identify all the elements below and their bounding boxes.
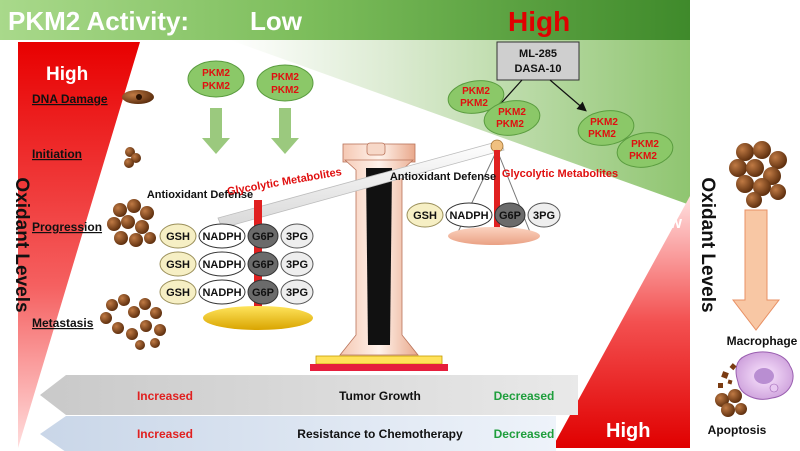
metabolite-3pg-left-1: 3PG [280, 251, 314, 277]
metabolite-nadph-left-0: NADPH [198, 223, 246, 249]
balance-scale [217, 139, 531, 371]
chemoresistance-center: Resistance to Chemotherapy [297, 427, 463, 441]
activity-wedge [230, 40, 690, 205]
metabolite-nadph-left-2: NADPH [198, 279, 246, 305]
stage-initiation: Initiation [32, 147, 82, 161]
svg-text:PKM2: PKM2 [202, 81, 230, 92]
svg-text:GSH: GSH [166, 287, 190, 299]
svg-text:GSH: GSH [166, 231, 190, 243]
tumor-growth-band [40, 375, 578, 415]
inhibitor-box: ML-285 DASA-10 [496, 41, 580, 81]
progression-cells-icon [107, 199, 156, 247]
svg-text:PKM2: PKM2 [271, 72, 299, 83]
svg-text:PKM2: PKM2 [631, 139, 659, 150]
svg-text:3PG: 3PG [286, 287, 308, 299]
header-low: Low [250, 6, 303, 36]
svg-text:PKM2: PKM2 [271, 85, 299, 96]
right-glycolytic-label: Glycolytic Metabolites [502, 168, 618, 180]
metabolite-g6p-left-1: G6P [247, 251, 279, 277]
inhibitor-ml285: ML-285 [519, 48, 557, 60]
chemoresistance-band [40, 416, 556, 451]
svg-text:NADPH: NADPH [449, 210, 488, 222]
dna-damage-cell-icon [122, 90, 154, 104]
right-side-label: Oxidant Levels [697, 177, 718, 312]
svg-text:PKM2: PKM2 [588, 129, 616, 140]
header-high: High [508, 6, 570, 37]
pkm2-tetramer-left: PKM2 PKM2 PKM2 PKM2 [447, 80, 541, 136]
down-arrow-left-1 [202, 108, 230, 154]
metabolite-g6p-left-0: G6P [247, 223, 279, 249]
right-oxidant-gradient [552, 196, 690, 448]
metabolite-3pg-left-2: 3PG [280, 279, 314, 305]
right-antioxidant-label: Antioxidant Defense [390, 171, 496, 183]
stage-metastasis: Metastasis [32, 316, 94, 330]
pkm2-tetramer-right: PKM2 PKM2 PKM2 PKM2 [577, 110, 674, 168]
right-low-label: Low [648, 213, 683, 232]
left-high-label: High [46, 64, 88, 85]
right-metabolite-row: GSH NADPH G6P 3PG [406, 202, 561, 228]
svg-text:PKM2: PKM2 [498, 107, 526, 118]
fate-down-arrow [731, 209, 781, 331]
chemoresistance-right: Decreased [494, 427, 555, 441]
metabolite-gsh-left-2: GSH [159, 279, 197, 305]
svg-text:PKM2: PKM2 [496, 119, 524, 130]
left-antioxidant-label: Antioxidant Defense [147, 189, 253, 201]
pkm2-dimer-left-1: PKM2 PKM2 [187, 60, 245, 98]
left-scale-pan [203, 306, 313, 330]
left-metabolite-grid: GSH NADPH G6P 3PG GSH NADPH G6P 3PG GSH NADPH G6P 3… [159, 223, 314, 305]
right-scale-pan [448, 227, 540, 245]
svg-text:3PG: 3PG [286, 259, 308, 271]
metabolite-gsh-left-0: GSH [159, 223, 197, 249]
svg-text:PKM2: PKM2 [460, 98, 488, 109]
svg-text:G6P: G6P [252, 259, 274, 271]
svg-text:GSH: GSH [413, 210, 437, 222]
right-high-label: High [606, 420, 650, 442]
metabolite-3pg-right-0: 3PG [527, 202, 561, 228]
svg-text:NADPH: NADPH [202, 231, 241, 243]
svg-text:3PG: 3PG [533, 210, 555, 222]
tumor-growth-center: Tumor Growth [339, 389, 421, 403]
down-arrow-left-2 [271, 108, 299, 154]
svg-text:G6P: G6P [252, 287, 274, 299]
metabolite-gsh-right-0: GSH [406, 202, 444, 228]
left-oxidant-gradient [18, 42, 140, 448]
header-title: PKM2 Activity: [8, 6, 189, 36]
svg-text:PKM2: PKM2 [202, 68, 230, 79]
left-side-label: Oxidant Levels [11, 177, 32, 312]
tumor-cluster-icon [729, 141, 787, 208]
stage-progression: Progression [32, 220, 102, 234]
metabolite-gsh-left-1: GSH [159, 251, 197, 277]
metabolite-3pg-left-0: 3PG [280, 223, 314, 249]
svg-text:PKM2: PKM2 [462, 86, 490, 97]
svg-text:3PG: 3PG [286, 231, 308, 243]
inhibitor-arrow-right [549, 79, 587, 112]
svg-text:PKM2: PKM2 [590, 117, 618, 128]
initiation-cells-icon [124, 147, 141, 168]
stage-dna-damage: DNA Damage [32, 92, 108, 106]
svg-text:G6P: G6P [499, 210, 521, 222]
svg-text:NADPH: NADPH [202, 259, 241, 271]
macrophage-icon [735, 351, 794, 400]
svg-text:GSH: GSH [166, 259, 190, 271]
metabolite-g6p-right-0: G6P [494, 202, 526, 228]
metabolite-g6p-left-2: G6P [247, 279, 279, 305]
svg-text:G6P: G6P [252, 231, 274, 243]
chemoresistance-left: Increased [137, 427, 193, 441]
metabolite-nadph-left-1: NADPH [198, 251, 246, 277]
apoptosis-label: Apoptosis [708, 423, 767, 437]
inhibitor-dasa10: DASA-10 [514, 63, 561, 75]
macrophage-label: Macrophage [727, 334, 798, 348]
tumor-growth-right: Decreased [494, 389, 555, 403]
apoptotic-cells-icon [715, 389, 747, 417]
pkm2-dimer-left-2: PKM2 PKM2 [256, 64, 314, 102]
svg-text:NADPH: NADPH [202, 287, 241, 299]
metastasis-cells-icon [100, 294, 166, 350]
tumor-growth-left: Increased [137, 389, 193, 403]
metabolite-nadph-right-0: NADPH [445, 202, 493, 228]
svg-text:PKM2: PKM2 [629, 151, 657, 162]
activity-header-bar [0, 0, 690, 40]
apoptotic-fragments-icon [718, 363, 737, 388]
